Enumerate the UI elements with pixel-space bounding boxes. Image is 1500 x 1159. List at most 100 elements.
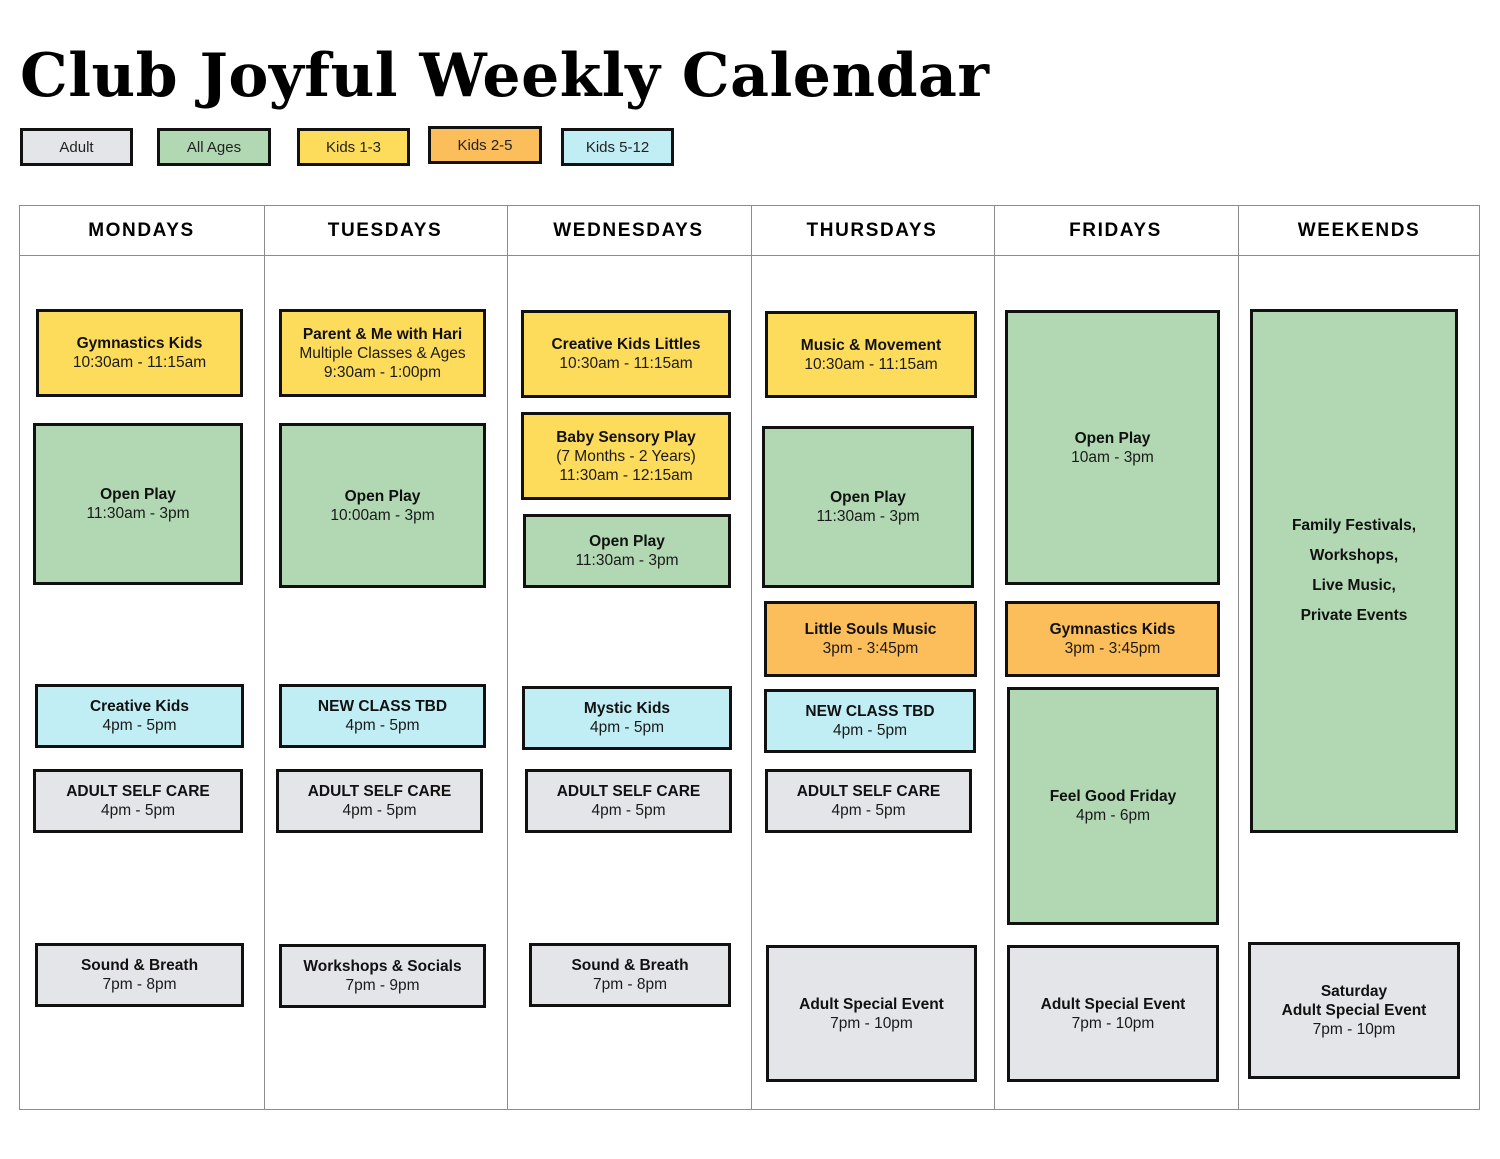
legend-chip-kids-1-3: Kids 1-3 [297, 128, 410, 166]
event-title: Open Play [830, 489, 906, 506]
event-sound-breath[interactable]: Sound & Breath 7pm - 8pm [35, 943, 244, 1007]
event-title: Adult Special Event [1040, 995, 1186, 1013]
event-title: Adult Special Event [799, 995, 944, 1013]
event-open-play[interactable]: Open Play 11:30am - 3pm [762, 426, 974, 588]
event-adult-self-care[interactable]: ADULT SELF CARE 4pm - 5pm [276, 769, 483, 833]
event-detail: 4pm - 6pm [1075, 807, 1151, 824]
column-divider [507, 206, 508, 1109]
event-detail: 10:30am - 11:15am [559, 355, 693, 372]
day-header-mondays: MONDAYS [88, 219, 195, 241]
day-header-wednesdays: WEDNESDAYS [553, 219, 704, 241]
event-detail: 4pm - 5pm [102, 717, 177, 734]
event-title: Feel Good Friday [1049, 788, 1177, 805]
event-detail: 4pm - 5pm [831, 802, 906, 819]
event-title: NEW CLASS TBD [317, 698, 448, 715]
day-header-thursdays: THURSDAYS [806, 219, 938, 241]
event-title: Creative Kids Littles [551, 336, 701, 353]
event-detail: 4pm - 5pm [342, 802, 417, 819]
event-title: Workshops, [1309, 547, 1399, 564]
event-open-play[interactable]: Open Play 11:30am - 3pm [523, 514, 731, 588]
event-title: Sound & Breath [571, 957, 689, 974]
event-detail: Multiple Classes & Ages [299, 344, 466, 362]
event-detail: 7pm - 8pm [102, 976, 177, 993]
weekly-calendar-grid: MONDAYS TUESDAYS WEDNESDAYS THURSDAYS FRIDAY… [19, 205, 1480, 1110]
event-detail: 11:30am - 3pm [86, 505, 190, 522]
column-divider [750, 206, 752, 1109]
event-new-class-tbd[interactable]: NEW CLASS TBD 4pm - 5pm [764, 689, 976, 753]
event-detail: (7 Months - 2 Years) [556, 447, 696, 465]
event-detail: 4pm - 5pm [591, 802, 666, 819]
event-title: Gymnastics Kids [76, 335, 203, 352]
event-detail: 7pm - 10pm [830, 1014, 913, 1032]
column-divider [994, 206, 995, 1109]
event-title: ADULT SELF CARE [66, 783, 210, 800]
event-creative-kids-littles[interactable]: Creative Kids Littles 10:30am - 11:15am [521, 310, 731, 398]
event-sound-breath[interactable]: Sound & Breath 7pm - 8pm [529, 943, 731, 1007]
event-title: Baby Sensory Play [556, 428, 696, 446]
event-family-festivals-workshops-live-music-private-events[interactable]: Family Festivals, Workshops, Live Music, Pr… [1250, 309, 1458, 833]
day-header-tuesdays: TUESDAYS [327, 219, 443, 241]
event-creative-kids[interactable]: Creative Kids 4pm - 5pm [35, 684, 244, 748]
day-header-weekends: WEEKENDS [1297, 219, 1421, 241]
event-title: ADULT SELF CARE [556, 783, 701, 800]
event-title: Private Events [1300, 607, 1408, 624]
event-detail: 7pm - 10pm [1071, 1014, 1155, 1032]
event-detail: 3pm - 3:45pm [822, 640, 919, 657]
event-title: Open Play [589, 533, 665, 550]
event-title: Parent & Me with Hari [302, 325, 463, 343]
event-detail: 10:30am - 11:15am [804, 355, 938, 373]
event-new-class-tbd[interactable]: NEW CLASS TBD 4pm - 5pm [279, 684, 486, 748]
column-divider [263, 206, 265, 1109]
event-title: Open Play [100, 486, 176, 503]
event-detail: 11:30am - 3pm [575, 552, 679, 569]
event-detail: 9:30am - 1:00pm [323, 363, 442, 381]
event-title: Live Music, [1312, 577, 1396, 594]
event-detail: 11:30am - 3pm [816, 508, 920, 525]
event-detail: 10am - 3pm [1071, 448, 1154, 466]
event-detail: 4pm - 5pm [832, 722, 908, 739]
event-baby-sensory-play[interactable]: Baby Sensory Play(7 Months - 2 Years)11:… [521, 412, 731, 500]
legend-chip-kids-2-5: Kids 2-5 [428, 126, 542, 164]
day-header-fridays: FRIDAYS [1069, 219, 1162, 241]
event-title: ADULT SELF CARE [307, 783, 452, 800]
event-adult-self-care[interactable]: ADULT SELF CARE 4pm - 5pm [765, 769, 972, 833]
event-detail: 10:00am - 3pm [330, 506, 435, 524]
event-adult-self-care[interactable]: ADULT SELF CARE 4pm - 5pm [525, 769, 732, 833]
event-detail: 11:30am - 12:15am [559, 466, 693, 484]
header-divider [20, 255, 1479, 256]
event-detail: 4pm - 5pm [589, 719, 665, 736]
event-title: Open Play [1074, 429, 1151, 447]
event-title: Sound & Breath [80, 957, 199, 974]
event-title: Gymnastics Kids [1049, 621, 1176, 638]
event-title: Open Play [344, 487, 421, 505]
column-divider [1237, 206, 1239, 1109]
event-title: Saturday [1320, 983, 1388, 1000]
event-title: Music & Movement [800, 336, 942, 354]
event-feel-good-friday[interactable]: Feel Good Friday 4pm - 6pm [1007, 687, 1219, 925]
legend-chip-adult: Adult [20, 128, 133, 166]
event-title: NEW CLASS TBD [805, 703, 935, 720]
event-gymnastics-kids[interactable]: Gymnastics Kids 3pm - 3:45pm [1005, 601, 1220, 677]
event-title: ADULT SELF CARE [796, 783, 941, 800]
event-open-play[interactable]: Open Play 11:30am - 3pm [33, 423, 243, 585]
event-title: Workshops & Socials [303, 958, 462, 975]
legend-chip-kids-5-12: Kids 5-12 [561, 128, 674, 166]
event-detail: 3pm - 3:45pm [1064, 640, 1161, 657]
event-title: Adult Special Event [1281, 1002, 1427, 1019]
event-title: Family Festivals, [1291, 517, 1417, 534]
event-title: Creative Kids [89, 698, 190, 715]
event-detail: 4pm - 5pm [345, 717, 420, 734]
event-detail: 7pm - 8pm [592, 976, 668, 993]
